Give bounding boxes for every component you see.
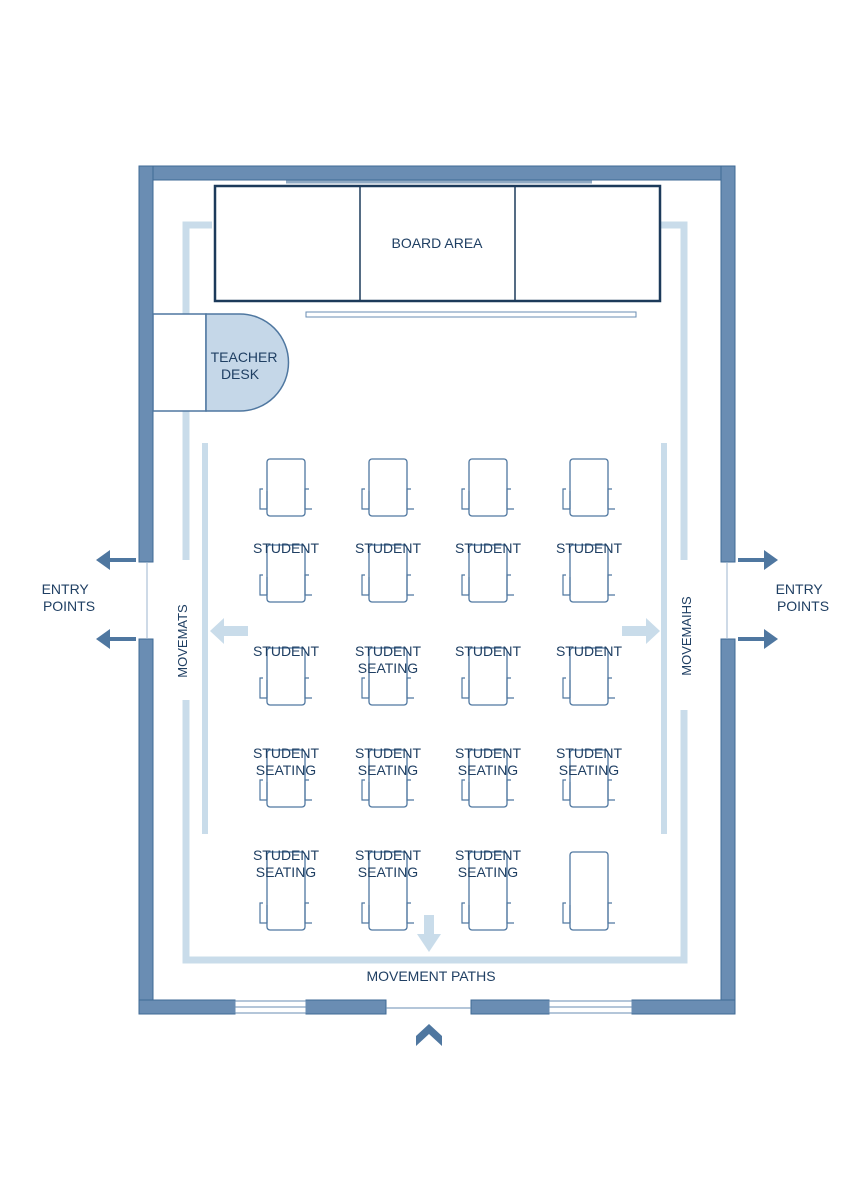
teacher-desk bbox=[152, 313, 290, 412]
student-desk bbox=[461, 749, 514, 808]
student-desk-label: STUDENT bbox=[253, 540, 320, 556]
flow-arrow-left bbox=[210, 618, 248, 644]
entry-arrow-bottom bbox=[416, 1024, 442, 1046]
walls bbox=[138, 165, 736, 1015]
movement-right-label: MOVEMAIHS bbox=[679, 596, 694, 676]
entry-arrow-left-bottom bbox=[96, 629, 136, 649]
teacher-desk-label: TEACHER DESK bbox=[211, 349, 282, 382]
student-desk-label: STUDENT bbox=[253, 643, 320, 659]
student-desk bbox=[361, 749, 414, 808]
board-area-label: BOARD AREA bbox=[391, 235, 483, 251]
movement-paths-label: MOVEMENT PATHS bbox=[366, 968, 495, 984]
student-desk bbox=[562, 647, 615, 706]
student-desk bbox=[562, 458, 615, 517]
student-desk bbox=[562, 749, 615, 808]
student-desk bbox=[259, 458, 312, 517]
student-desk bbox=[562, 851, 615, 931]
board-area bbox=[213, 180, 662, 318]
student-desk bbox=[259, 851, 312, 931]
entry-points-left-label: ENTRY POINTS bbox=[42, 581, 95, 614]
student-desk bbox=[461, 851, 514, 931]
movement-path-loop bbox=[182, 700, 688, 964]
student-desk bbox=[361, 544, 414, 603]
entry-arrow-left-top bbox=[96, 550, 136, 570]
student-desk bbox=[361, 458, 414, 517]
student-desk bbox=[562, 544, 615, 603]
student-desk bbox=[259, 749, 312, 808]
student-desk bbox=[461, 458, 514, 517]
student-desks: STUDENT STUDENT STUDENT STUDENT STUDENT STUDE… bbox=[253, 458, 623, 931]
student-desk bbox=[361, 647, 414, 706]
student-desk-label: STUDENT bbox=[556, 643, 623, 659]
flow-arrow-right bbox=[622, 618, 660, 644]
student-desk-label: STUDENT bbox=[355, 540, 422, 556]
flow-arrow-down bbox=[417, 915, 441, 952]
student-desk-label: STUDENT bbox=[455, 643, 522, 659]
movement-path-right-upper bbox=[660, 221, 688, 560]
windows bbox=[146, 562, 728, 1014]
student-desk-label: STUDENT bbox=[556, 540, 623, 556]
student-desk bbox=[259, 647, 312, 706]
student-desk bbox=[259, 544, 312, 603]
movement-left-label: MOVEMATS bbox=[175, 604, 190, 678]
entry-arrow-right-bottom bbox=[738, 629, 778, 649]
student-desk bbox=[461, 544, 514, 603]
movement-path-left-upper bbox=[182, 221, 212, 560]
student-desk bbox=[461, 647, 514, 706]
student-desk-label: STUDENT bbox=[455, 540, 522, 556]
entry-points-right-label: ENTRY POINTS bbox=[776, 581, 829, 614]
student-desk bbox=[361, 851, 414, 931]
entry-arrow-right-top bbox=[738, 550, 778, 570]
